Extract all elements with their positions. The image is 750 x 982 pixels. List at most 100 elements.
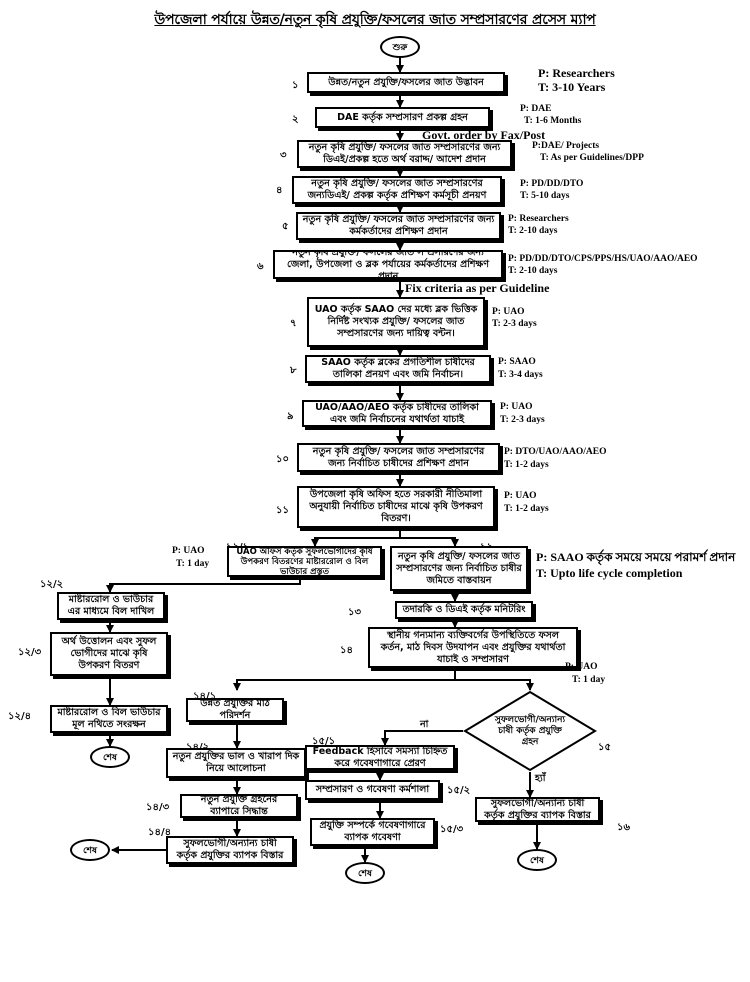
step-3-time: T: As per Guidelines/DPP: [540, 153, 644, 163]
step-2-box: DAE কর্তৃক সম্প্রসারণ প্রকল্প গ্রহন: [315, 107, 490, 128]
step-12-3-box: অর্থ উত্তোলন এবং সুফল ভোগীদের মাঝে কৃষি …: [50, 632, 168, 676]
step-12-1-box: UAO অফিস কর্তৃক সুফলভোগীদের কৃষি উপকরণ ব…: [227, 546, 382, 577]
step-12-1-person: P: UAO: [172, 546, 205, 556]
step-14-time: T: 1 day: [572, 675, 606, 685]
step-7-person: P: UAO: [492, 307, 525, 317]
step-5-time: T: 2-10 days: [508, 226, 558, 236]
step-1-number: ১: [292, 80, 299, 91]
decision-no-label: না: [420, 719, 429, 730]
step-3-number: ৩: [280, 150, 287, 161]
step-15-3-number: ১৫/৩: [440, 824, 464, 835]
step-8-box: SAAO কর্তৃক ব্লকের প্রগতিশীল চাষীদের তাল…: [305, 355, 491, 383]
step-10-box: নতুন কৃষি প্রযুক্তি/ ফসলের জাত সম্প্রসার…: [297, 443, 500, 472]
step-3-box: নতুন কৃষি প্রযুক্তি/ ফসলের জাত সম্প্রসার…: [297, 140, 512, 168]
arrow-split-s12-1: [311, 537, 400, 547]
step-14-number: ১৪: [340, 645, 353, 656]
step-5-number: ৫: [282, 221, 289, 232]
step-11-number: ১১: [276, 505, 289, 516]
step-2-number: ২: [292, 114, 299, 125]
end-terminal-left: শেষ: [90, 746, 130, 768]
step-12-4-box: মাষ্টাররোল ও বিল ভাউচার মূল নথিতে সংরক্ষ…: [50, 705, 168, 733]
step-1-person: P: Researchers: [538, 66, 615, 80]
step-11-time: T: 1-2 days: [504, 504, 549, 514]
step-3-person: P:DAE/ Projects: [532, 141, 600, 151]
step-6-box: নতুন কৃষি প্রযুক্তি/ ফসলের জাত সম্প্রসার…: [273, 250, 503, 279]
step-9-box: UAO/AAO/AEO কর্তৃক চাষীদের তালিকা এবং জম…: [302, 400, 492, 427]
decision-yes-label: হ্যাঁ: [535, 773, 546, 784]
step-7-time: T: 2-3 days: [492, 319, 537, 329]
step-14-2-box: নতুন প্রযুক্তির ভাল ও খারাপ দিক নিয়ে আল…: [166, 748, 306, 778]
step-15-2-number: ১৫/২: [447, 785, 471, 796]
step-8-time: T: 3-4 days: [498, 370, 543, 380]
arrow-split-s14-1: [233, 679, 455, 691]
end-terminal-bottom-left: শেষ: [70, 839, 110, 861]
arrow-s15-no-s15-1: [381, 730, 463, 746]
step-7-number: ৭: [290, 318, 297, 329]
step-12-4-number: ১২/৪: [8, 711, 32, 722]
step-15-3-box: প্রযুক্তি সম্পর্কে গবেষণাগারে ব্যাপক গবে…: [310, 818, 435, 846]
page-title: উপজেলা পর্যায়ে উন্নত/নতুন কৃষি প্রযুক্ত…: [154, 12, 596, 28]
step-12-3-number: ১২/৩: [18, 647, 42, 658]
step-15-2-box: সম্প্রসারণ ও গবেষণা কর্মশালা: [305, 780, 440, 800]
step-14-4-number: ১৪/৪: [148, 827, 172, 838]
step-8-number: ৮: [290, 365, 297, 376]
step-10-person: P: DTO/UAO/AAO/AEO: [504, 447, 607, 457]
step-14-2-number: ১৪/২: [186, 740, 209, 757]
step-10-time: T: 1-2 days: [504, 460, 549, 470]
step-15-decision: সুফলভোগী/অন্যান্য চাষী কর্তৃক প্রযুক্তি …: [463, 690, 597, 772]
step-12-2-number: ১২/২: [40, 579, 64, 590]
fix-criteria-label: Fix criteria as per Guideline: [405, 281, 550, 295]
step-2-time: T: 1-6 Months: [524, 116, 582, 126]
step-11-person: P: UAO: [504, 491, 537, 501]
step-12-2-box: মাষ্টাররোল ও ভাউচার এর মাধ্যমে বিল দাখিল: [57, 592, 165, 620]
step-9-number: ৯: [287, 411, 294, 422]
step-5-person: P: Researchers: [508, 214, 569, 224]
step-6-time: T: 2-10 days: [508, 266, 558, 276]
arrow-s12-1-s12-2: [106, 577, 301, 593]
step-8-person: P: SAAO: [498, 357, 536, 367]
step-13-number: ১৩: [348, 607, 361, 618]
step-14-box: স্থানীয় গন্যমান্য ব্যক্তিবর্গের উপস্থিত…: [368, 627, 578, 668]
step-9-time: T: 2-3 days: [500, 415, 545, 425]
step-16-number: ১৬: [617, 822, 630, 833]
step-12-person: P: SAAO কর্তৃক সময়ে সময়ে পরামর্শ প্রদা…: [536, 550, 736, 564]
step-6-person: P: PD/DD/DTO/CPS/PPS/HS/UAO/AAO/AEO: [508, 254, 698, 264]
step-12-1-time: T: 1 day: [176, 559, 210, 569]
step-13-box: তদারকি ও ডিএই কর্তৃক মনিটরিং: [395, 601, 533, 619]
step-4-person: P: PD/DD/DTO: [520, 179, 584, 189]
step-2-person: P: DAE: [520, 104, 552, 114]
step-12-box: নতুন কৃষি প্রযুক্তি/ ফসলের জাত সম্প্রসার…: [390, 546, 528, 591]
step-15-1-number: ১৫/১: [312, 736, 336, 747]
step-10-number: ১০: [276, 454, 289, 465]
step-9-person: P: UAO: [500, 402, 533, 412]
step-15-number: ১৫: [598, 742, 611, 753]
step-15-text: সুফলভোগী/অন্যান্য চাষী কর্তৃক প্রযুক্তি …: [494, 714, 566, 747]
step-4-box: নতুন কৃষি প্রযুক্তি/ ফসলের জাত সম্প্রসার…: [292, 176, 502, 204]
step-14-3-box: নতুন প্রযুক্তি গ্রহনের ব্যাপারে সিদ্ধান্…: [180, 794, 298, 818]
step-5-box: নতুন কৃষি প্রযুক্তি/ ফসলের জাত সম্প্রসার…: [296, 212, 501, 240]
step-14-3-number: ১৪/৩: [146, 802, 170, 813]
step-6-number: ৬: [257, 261, 264, 272]
step-4-number: ৪: [276, 185, 283, 196]
step-14-1-box: উন্নত প্রযুক্তির মাঠ পরিদর্শন: [186, 698, 284, 722]
end-terminal-right: শেষ: [517, 849, 557, 871]
step-16-box: সুফলভোগী/অন্যান্য চাষী কর্তৃক প্রযুক্তির…: [475, 797, 600, 822]
step-4-time: T: 5-10 days: [520, 191, 570, 201]
step-11-box: উপজেলা কৃষি অফিস হতে সরকারী নীতিমালা অনু…: [297, 486, 495, 528]
step-7-box: UAO কর্তৃক SAAO দের মধ্যে ব্লক ভিত্তিক ন…: [307, 297, 485, 347]
step-14-person: P: UAO: [565, 662, 598, 672]
arrow-split-s12: [400, 537, 459, 547]
govt-order-label: Govt. order by Fax/Post: [422, 128, 546, 142]
end-terminal-bottom-center: শেষ: [345, 862, 385, 884]
step-1-time: T: 3-10 Years: [538, 80, 606, 94]
step-1-box: উন্নত/নতুন প্রযুক্তি/ফসলের জাত উদ্ভাবন: [307, 72, 505, 93]
step-14-4-box: সুফলভোগী/অন্যান্য চাষী কর্তৃক প্রযুক্তির…: [166, 836, 294, 864]
step-14-1-number: ১৪/১: [193, 691, 217, 702]
start-terminal: শুরু: [380, 36, 420, 58]
step-15-1-box: Feedback হিসাবে সমস্যা চিহ্নিত করে গবেষণ…: [305, 745, 455, 770]
decision-diamond-shape: [463, 690, 597, 772]
arrow-split-s15: [455, 679, 534, 691]
step-12-time: T: Upto life cycle completion: [536, 566, 683, 580]
